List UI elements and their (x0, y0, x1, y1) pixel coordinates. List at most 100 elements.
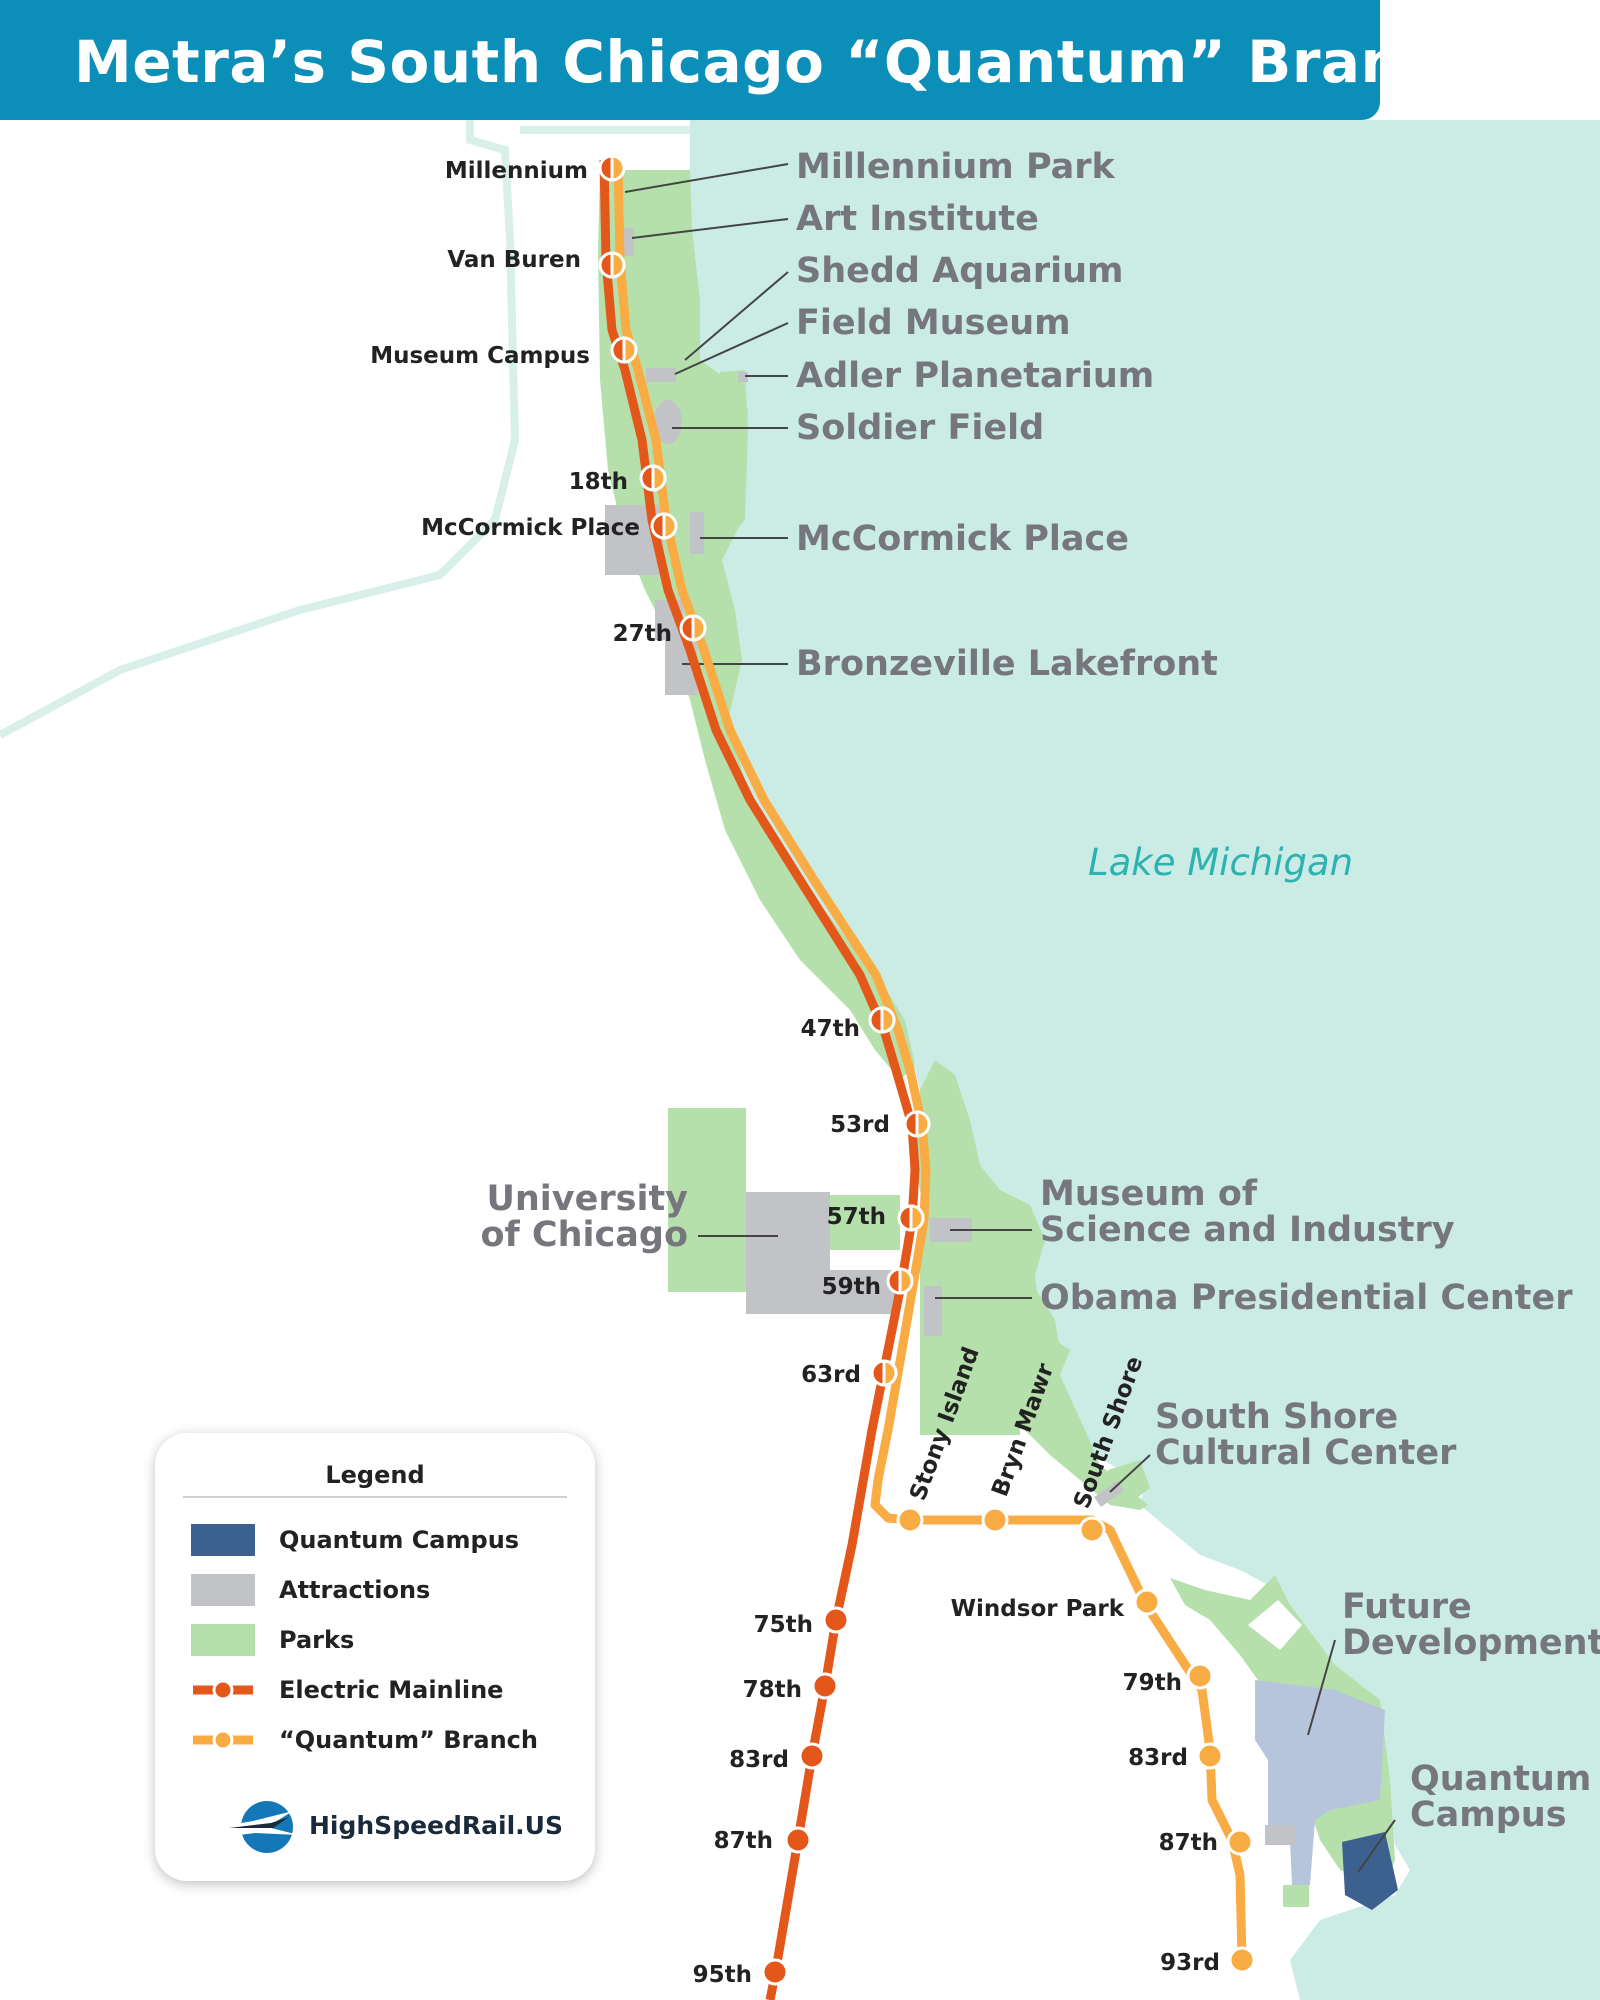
attraction-soldier-field (654, 400, 682, 444)
attraction-obama-center (924, 1286, 942, 1336)
label-quantum-campus-2: Campus (1410, 1795, 1567, 1835)
dot-m83rd (798, 1742, 826, 1770)
shared-station-dots (598, 154, 931, 1387)
swatch-quantum-campus (191, 1524, 255, 1556)
legend-panel: Legend Quantum Campus Attractions Parks … (155, 1433, 595, 1881)
swatch-electric-mainline (193, 1679, 253, 1701)
label-63rd: 63rd (801, 1362, 861, 1388)
dot-south-shore (1078, 1516, 1106, 1544)
label-south-shore-cc-1: South Shore (1155, 1397, 1398, 1437)
dot-stony-island (896, 1506, 924, 1534)
lake-michigan (685, 120, 1600, 2000)
label-future-dev-1: Future (1342, 1587, 1472, 1627)
logo-text: HighSpeedRail.US (309, 1811, 563, 1840)
park-northerly-island (718, 370, 748, 528)
label-windsor-park: Windsor Park (951, 1596, 1125, 1622)
south-edge-shore (1300, 1900, 1440, 2000)
label-m87th: 87th (714, 1828, 773, 1854)
leader-future-dev (1307, 1639, 1336, 1736)
label-museum-campus: Museum Campus (370, 343, 590, 369)
label-adler-planetarium: Adler Planetarium (796, 356, 1154, 396)
dot-18th (639, 464, 667, 492)
label-shedd-aquarium: Shedd Aquarium (796, 251, 1123, 291)
label-53rd: 53rd (830, 1112, 890, 1138)
label-27th: 27th (613, 621, 672, 647)
branch-station-dots (896, 1506, 1256, 1974)
dot-millennium (598, 154, 626, 182)
label-mccormick-place-poi: McCormick Place (796, 519, 1129, 559)
map-title: Metra’s South Chicago “Quantum” Branch (74, 28, 1480, 96)
dot-b87th (1226, 1828, 1254, 1856)
legend-divider (183, 1496, 567, 1498)
dot-b93rd (1228, 1946, 1256, 1974)
attraction-field-museum (646, 368, 676, 382)
label-47th: 47th (801, 1016, 860, 1042)
electric-mainline (599, 159, 920, 2000)
label-m83rd: 83rd (729, 1747, 789, 1773)
dot-95th (761, 1958, 789, 1986)
label-75th: 75th (754, 1612, 813, 1638)
leader-quantum-campus (1357, 1819, 1396, 1873)
dot-bryn-mawr (981, 1506, 1009, 1534)
legend-label-electric-mainline: Electric Mainline (279, 1676, 504, 1704)
label-uchicago-1: University (486, 1179, 688, 1219)
label-msi-1: Museum of (1040, 1174, 1258, 1214)
label-57th: 57th (827, 1204, 886, 1230)
attraction-uchicago-a (746, 1192, 830, 1270)
label-mccormick-place: McCormick Place (421, 515, 640, 541)
legend-item-quantum-branch: “Quantum” Branch (191, 1724, 581, 1758)
attraction-uchicago-b (746, 1270, 896, 1314)
label-msi-2: Science and Industry (1040, 1210, 1455, 1250)
dot-53rd (903, 1110, 931, 1138)
quantum-campus-area (1342, 1832, 1398, 1910)
label-lake-michigan: Lake Michigan (1088, 841, 1353, 884)
label-van-buren: Van Buren (447, 247, 581, 273)
label-bronzeville-lakefront: Bronzeville Lakefront (796, 644, 1218, 684)
label-field-museum: Field Museum (796, 303, 1071, 343)
label-b93rd: 93rd (1160, 1950, 1220, 1976)
label-uchicago-2: of Chicago (480, 1215, 688, 1255)
legend-label-attractions: Attractions (279, 1576, 431, 1604)
dot-m87th (784, 1826, 812, 1854)
legend-item-attractions: Attractions (191, 1574, 581, 1608)
dot-b83rd (1196, 1742, 1224, 1770)
attraction-adler (738, 372, 748, 382)
quantum-campus-block (1265, 1825, 1295, 1845)
legend-item-electric-mainline: Electric Mainline (191, 1674, 581, 1708)
attraction-south-shore-cc (1094, 1481, 1124, 1507)
title-bar: Metra’s South Chicago “Quantum” Branch (0, 0, 1479, 120)
leader-field-museum (674, 322, 789, 375)
leader-shedd (684, 271, 789, 361)
label-quantum-campus-1: Quantum (1410, 1759, 1591, 1799)
label-18th: 18th (569, 469, 628, 495)
dot-75th (822, 1606, 850, 1634)
legend-item-quantum-campus: Quantum Campus (191, 1524, 581, 1558)
place-labels: Millennium Park Art Institute Shedd Aqua… (480, 147, 1600, 1835)
label-millennium: Millennium (445, 158, 588, 184)
leader-south-shore-cc (1109, 1454, 1151, 1493)
label-millennium-park: Millennium Park (796, 147, 1116, 187)
dot-museum-campus (610, 336, 638, 364)
label-obama-center: Obama Presidential Center (1040, 1278, 1573, 1318)
dot-27th (679, 614, 707, 642)
label-south-shore-cc-2: Cultural Center (1155, 1433, 1457, 1473)
dot-mccormick-place (650, 512, 678, 540)
future-development-plaza (1283, 1885, 1309, 1907)
park-north-lakefront (598, 170, 915, 1080)
mainline-station-dots (761, 1606, 850, 1986)
label-b83rd: 83rd (1128, 1745, 1188, 1771)
dot-van-buren (598, 251, 626, 279)
dot-47th (868, 1006, 896, 1034)
dot-78th (811, 1672, 839, 1700)
attraction-mccormick-east (690, 512, 704, 554)
label-b87th: 87th (1159, 1830, 1218, 1856)
legend-label-parks: Parks (279, 1626, 355, 1654)
highspeedrail-logo: HighSpeedRail.US (215, 1797, 575, 1857)
label-95th: 95th (693, 1962, 752, 1988)
river-line (0, 120, 520, 739)
dot-57th (897, 1204, 925, 1232)
label-soldier-field: Soldier Field (796, 408, 1044, 448)
leader-art-institute (631, 218, 789, 239)
